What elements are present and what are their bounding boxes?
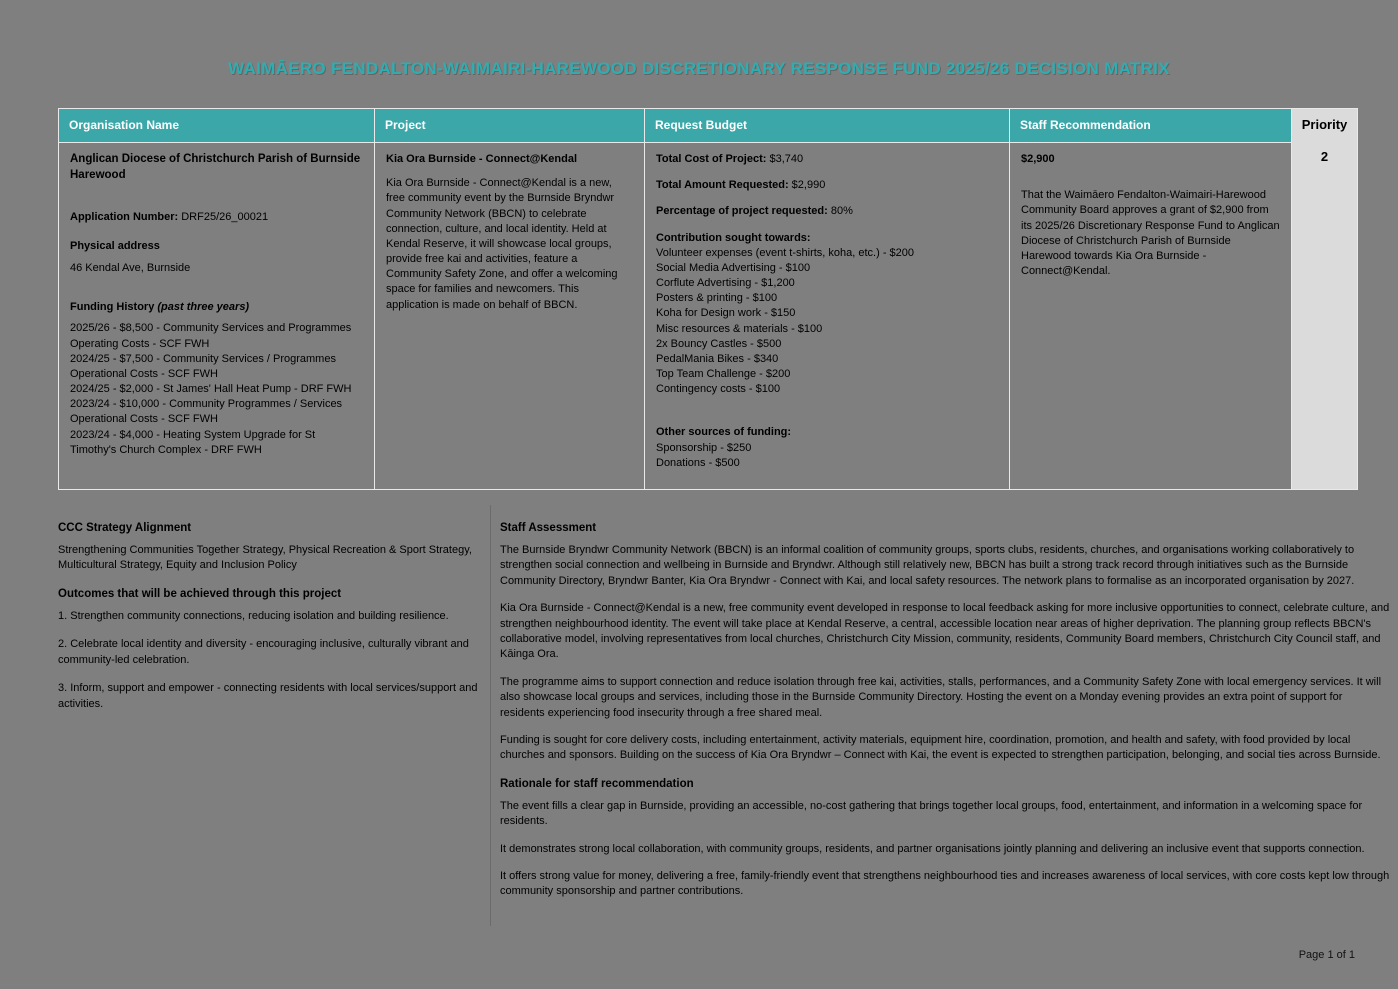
contribution-list: Volunteer expenses (event t-shirts, koha… [656, 246, 998, 398]
staff-assessment-cell: Staff Assessment The Burnside Bryndwr Co… [490, 505, 1390, 926]
contribution-item: Contingency costs - $100 [656, 383, 781, 396]
total-cost-label: Total Cost of Project: [656, 153, 767, 165]
total-requested-value: $2,990 [791, 179, 826, 192]
recommendation-text: That the Waimāero Fendalton-Waimairi-Har… [1021, 189, 1280, 278]
project-title: Kia Ora Burnside - Connect@Kendal [386, 153, 578, 165]
strategy-alignment-text: Strengthening Communities Together Strat… [58, 544, 472, 572]
cell-organisation: Anglican Diocese of Christchurch Parish … [59, 143, 374, 489]
funding-history-item: 2023/24 - $4,000 - Heating System Upgrad… [70, 428, 316, 456]
funding-history-list: 2025/26 - $8,500 - Community Services an… [70, 321, 363, 458]
staff-assessment-paragraph: Funding is sought for core delivery cost… [500, 734, 1381, 762]
funding-history-note: (past three years) [157, 301, 250, 314]
contribution-item: 2x Bouncy Castles - $500 [656, 337, 782, 350]
header-organisation-name: Organisation Name [59, 109, 374, 143]
total-requested: Total Amount Requested: $2,990 [656, 178, 998, 193]
percentage-requested-value: 80% [830, 205, 853, 218]
contribution-item: Social Media Advertising - $100 [656, 261, 811, 274]
column-priority: Priority 2 [1292, 108, 1358, 490]
outcomes-list: 1. Strengthen community connections, red… [58, 609, 478, 712]
other-funding-item: Sponsorship - $250 [656, 441, 752, 454]
total-cost: Total Cost of Project: $3,740 [656, 152, 998, 167]
contribution-heading: Contribution sought towards: [656, 231, 811, 244]
physical-address-value: 46 Kendal Ave, Burnside [70, 262, 191, 275]
header-priority: Priority [1301, 117, 1348, 132]
header-request-budget: Request Budget [645, 109, 1009, 143]
application-number: Application Number: DRF25/26_00021 [70, 210, 363, 225]
physical-address-label: Physical address [70, 239, 160, 252]
funding-history-item: 2025/26 - $8,500 - Community Services an… [70, 322, 352, 350]
staff-assessment-heading: Staff Assessment [500, 522, 597, 534]
percentage-requested-label: Percentage of project requested: [656, 205, 828, 218]
rationale-paragraph: The event fills a clear gap in Burnside,… [500, 799, 1363, 828]
strategy-alignment-heading: CCC Strategy Alignment [58, 522, 192, 534]
project-description: Kia Ora Burnside - Connect@Kendal is a n… [386, 177, 618, 311]
staff-assessment-paragraphs: The Burnside Bryndwr Community Network (… [500, 543, 1390, 764]
other-funding-item: Donations - $500 [656, 456, 740, 469]
funding-history-item: 2024/25 - $7,500 - Community Services / … [70, 352, 336, 380]
cell-request-budget: Total Cost of Project: $3,740 Total Amou… [645, 143, 1009, 489]
priority-value: 2 [1320, 149, 1329, 164]
contribution-item: Volunteer expenses (event t-shirts, koha… [656, 246, 915, 259]
funding-history-item: 2024/25 - $2,000 - St James' Hall Heat P… [70, 383, 352, 396]
outcome-item: 1. Strengthen community connections, red… [58, 609, 449, 622]
cell-staff-recommendation: $2,900 That the Waimāero Fendalton-Waima… [1010, 143, 1291, 489]
header-project: Project [375, 109, 644, 143]
staff-assessment-paragraph: The programme aims to support connection… [500, 675, 1382, 719]
outcome-item: 3. Inform, support and empower - connect… [58, 682, 478, 710]
page-number: Page 1 of 1 [1298, 949, 1355, 961]
column-request-budget: Request Budget Total Cost of Project: $3… [645, 108, 1010, 490]
contribution-item: Koha for Design work - $150 [656, 307, 796, 320]
details-section: CCC Strategy Alignment Strengthening Com… [58, 505, 1390, 926]
column-project: Project Kia Ora Burnside - Connect@Kenda… [375, 108, 645, 490]
decision-matrix-table: Organisation Name Anglican Diocese of Ch… [58, 108, 1358, 490]
rationale-paragraphs: The event fills a clear gap in Burnside,… [500, 799, 1390, 900]
rationale-heading: Rationale for staff recommendation [500, 777, 694, 790]
staff-assessment-paragraph: The Burnside Bryndwr Community Network (… [500, 544, 1355, 587]
staff-assessment-paragraph: Kia Ora Burnside - Connect@Kendal is a n… [500, 602, 1390, 661]
recommended-amount: $2,900 [1021, 153, 1055, 165]
organisation-name: Anglican Diocese of Christchurch Parish … [70, 153, 361, 181]
contribution-item: Misc resources & materials - $100 [656, 322, 823, 335]
total-cost-value: $3,740 [769, 153, 804, 165]
rationale-paragraph: It offers strong value for money, delive… [500, 870, 1390, 898]
outcome-item: 2. Celebrate local identity and diversit… [58, 638, 469, 666]
application-number-label: Application Number: [70, 210, 179, 223]
outcomes-heading: Outcomes that will be achieved through t… [58, 587, 342, 600]
column-staff-recommendation: Staff Recommendation $2,900 That the Wai… [1010, 108, 1292, 490]
column-organisation: Organisation Name Anglican Diocese of Ch… [58, 108, 375, 490]
other-funding-heading: Other sources of funding: [656, 426, 792, 439]
contribution-item: Corflute Advertising - $1,200 [656, 277, 795, 290]
rationale-paragraph: It demonstrates strong local collaborati… [500, 842, 1365, 855]
cell-project: Kia Ora Burnside - Connect@Kendal Kia Or… [375, 143, 644, 489]
header-staff-recommendation: Staff Recommendation [1010, 109, 1291, 143]
percentage-requested: Percentage of project requested: 80% [656, 204, 998, 219]
funding-history-label: Funding History [70, 301, 155, 314]
strategy-alignment-cell: CCC Strategy Alignment Strengthening Com… [58, 505, 478, 725]
funding-history-heading: Funding History (past three years) [70, 300, 363, 315]
funding-history-item: 2023/24 - $10,000 - Community Programmes… [70, 398, 343, 426]
application-number-value: DRF25/26_00021 [181, 210, 269, 223]
contribution-item: PedalMania Bikes - $340 [656, 352, 779, 365]
page-title: WAIMĀERO FENDALTON-WAIMAIRI-HAREWOOD DIS… [228, 59, 1170, 78]
contribution-item: Posters & printing - $100 [656, 292, 778, 305]
contribution-item: Top Team Challenge - $200 [656, 368, 791, 381]
total-requested-label: Total Amount Requested: [656, 179, 789, 192]
